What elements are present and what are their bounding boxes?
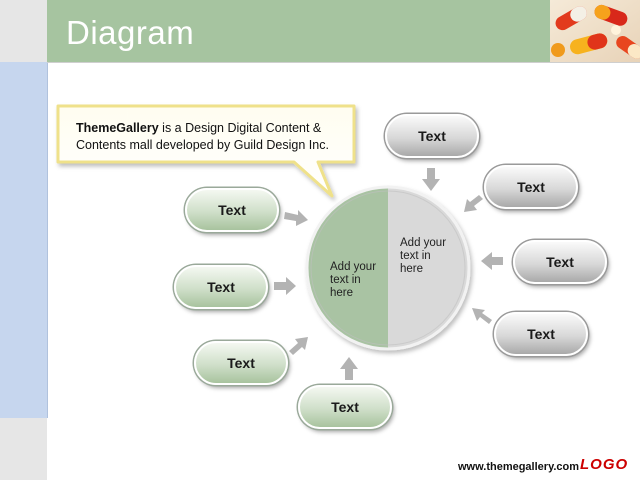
arrow-icon (472, 308, 492, 324)
sidebar-top-block (0, 0, 47, 62)
arrow-icon (464, 195, 483, 212)
text-node-top[interactable]: Text (385, 114, 479, 158)
arrow-icon (289, 337, 308, 355)
arrow-icon (340, 357, 358, 380)
center-circle (305, 185, 471, 351)
text-node-left-top[interactable]: Text (185, 188, 279, 232)
circle-left-text: Add your text in here (330, 261, 377, 299)
footer-url[interactable]: www.themegallery.com (458, 461, 580, 473)
sidebar-accent-bar (0, 62, 48, 418)
sidebar-bottom-block (0, 418, 47, 480)
header-bar (47, 0, 550, 62)
text-node-left-bottom[interactable]: Text (194, 341, 288, 385)
text-node-right-middle[interactable]: Text (513, 240, 607, 284)
arrow-icon (274, 277, 296, 295)
footer-logo: LOGO (580, 456, 629, 473)
arrow-icon (422, 168, 440, 191)
arrow-icon (481, 252, 503, 270)
callout-box (56, 104, 356, 198)
callout-brand: ThemeGallery (76, 121, 159, 135)
circle-right-text: Add your text in here (400, 237, 447, 275)
text-node-left-middle[interactable]: Text (174, 265, 268, 309)
callout-body: is a Design Digital Content & Contents m… (76, 121, 329, 152)
header-divider (47, 62, 640, 63)
text-node-bottom[interactable]: Text (298, 385, 392, 429)
arrow-icon (284, 210, 308, 226)
text-node-right-top[interactable]: Text (484, 165, 578, 209)
page-title: Diagram (66, 14, 195, 51)
callout-text: ThemeGallery is a Design Digital Content… (76, 120, 346, 154)
capsules-photo (550, 0, 640, 62)
text-node-right-bottom[interactable]: Text (494, 312, 588, 356)
